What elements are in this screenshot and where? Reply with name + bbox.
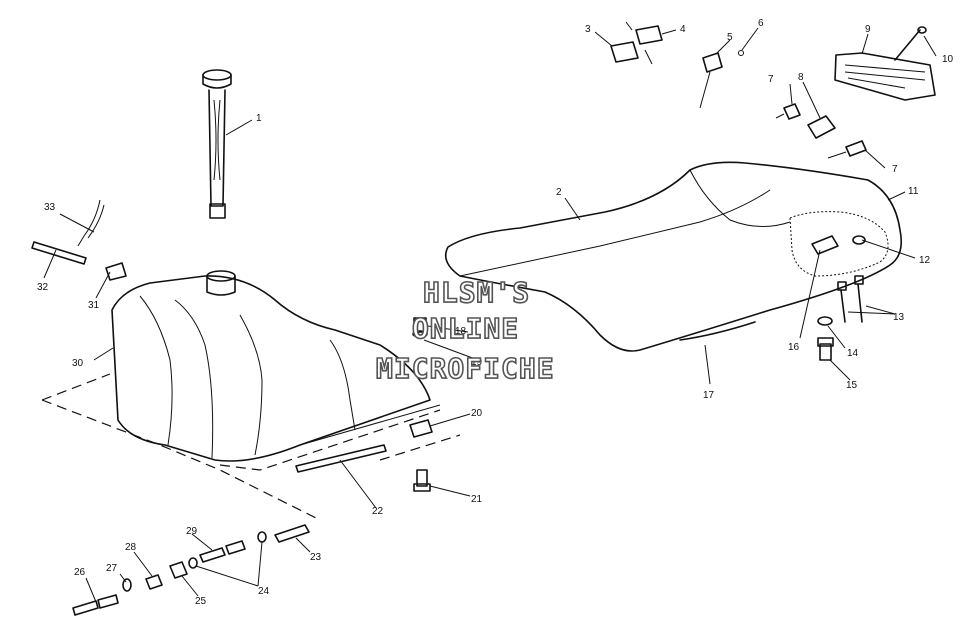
callout-12: 12 (919, 255, 931, 266)
callout-20: 20 (471, 408, 483, 419)
watermark: HLSM'S ONLINE MICROFICHE (375, 275, 555, 386)
lower-parts (72, 317, 433, 616)
callout-29: 29 (186, 526, 198, 537)
callout-9: 9 (865, 24, 871, 35)
callout-25: 25 (195, 596, 207, 607)
callout-2: 2 (556, 187, 562, 198)
fuel-tank-part (105, 262, 441, 462)
callout-7: 7 (768, 74, 774, 85)
callout-22: 22 (372, 506, 384, 517)
watermark-line-3: MICROFICHE (376, 352, 555, 385)
callout-24: 24 (258, 586, 270, 597)
callout-11: 11 (908, 186, 919, 197)
callout-7-second: 7 (892, 164, 898, 175)
assembly-dashed-lines (41, 373, 461, 521)
callout-13: 13 (893, 312, 905, 323)
watermark-line-1: HLSM'S (423, 276, 530, 309)
callout-17: 17 (703, 390, 715, 401)
callout-26: 26 (74, 567, 86, 578)
leader-lines (43, 27, 937, 603)
callout-8: 8 (798, 72, 804, 83)
callout-33: 33 (44, 202, 56, 213)
watermark-line-2: ONLINE (412, 312, 519, 345)
callout-14: 14 (847, 348, 859, 359)
callout-1: 1 (256, 113, 262, 124)
callout-16: 16 (788, 342, 800, 353)
callout-19: 19 (471, 357, 483, 368)
callout-6: 6 (758, 18, 764, 29)
fuel-sender-part (202, 69, 232, 219)
left-misc-parts (31, 199, 105, 265)
callout-labels: 1 2 3 4 5 6 7 8 9 10 11 12 13 14 15 16 1… (37, 18, 954, 607)
callout-31: 31 (88, 300, 100, 311)
callout-23: 23 (310, 552, 322, 563)
callout-28: 28 (125, 542, 137, 553)
callout-30: 30 (72, 358, 84, 369)
callout-3: 3 (585, 24, 591, 35)
seat-part (444, 161, 903, 352)
latch-parts (610, 21, 936, 159)
callout-32: 32 (37, 282, 49, 293)
callout-18: 18 (455, 326, 467, 337)
callout-5: 5 (727, 32, 733, 43)
callout-27: 27 (106, 563, 118, 574)
callout-10: 10 (942, 54, 954, 65)
callout-21: 21 (471, 494, 483, 505)
callout-15: 15 (846, 380, 858, 391)
seat-hardware (811, 235, 866, 361)
callout-4: 4 (680, 24, 686, 35)
